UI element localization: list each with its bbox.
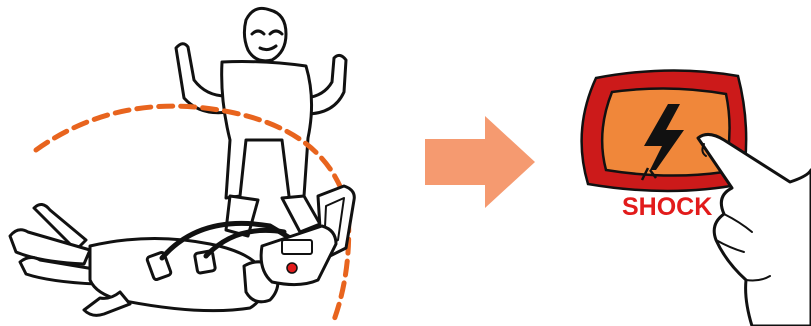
pressing-hand (698, 134, 811, 326)
shock-label: SHOCK (622, 193, 712, 221)
arrow-right-icon (425, 116, 535, 208)
